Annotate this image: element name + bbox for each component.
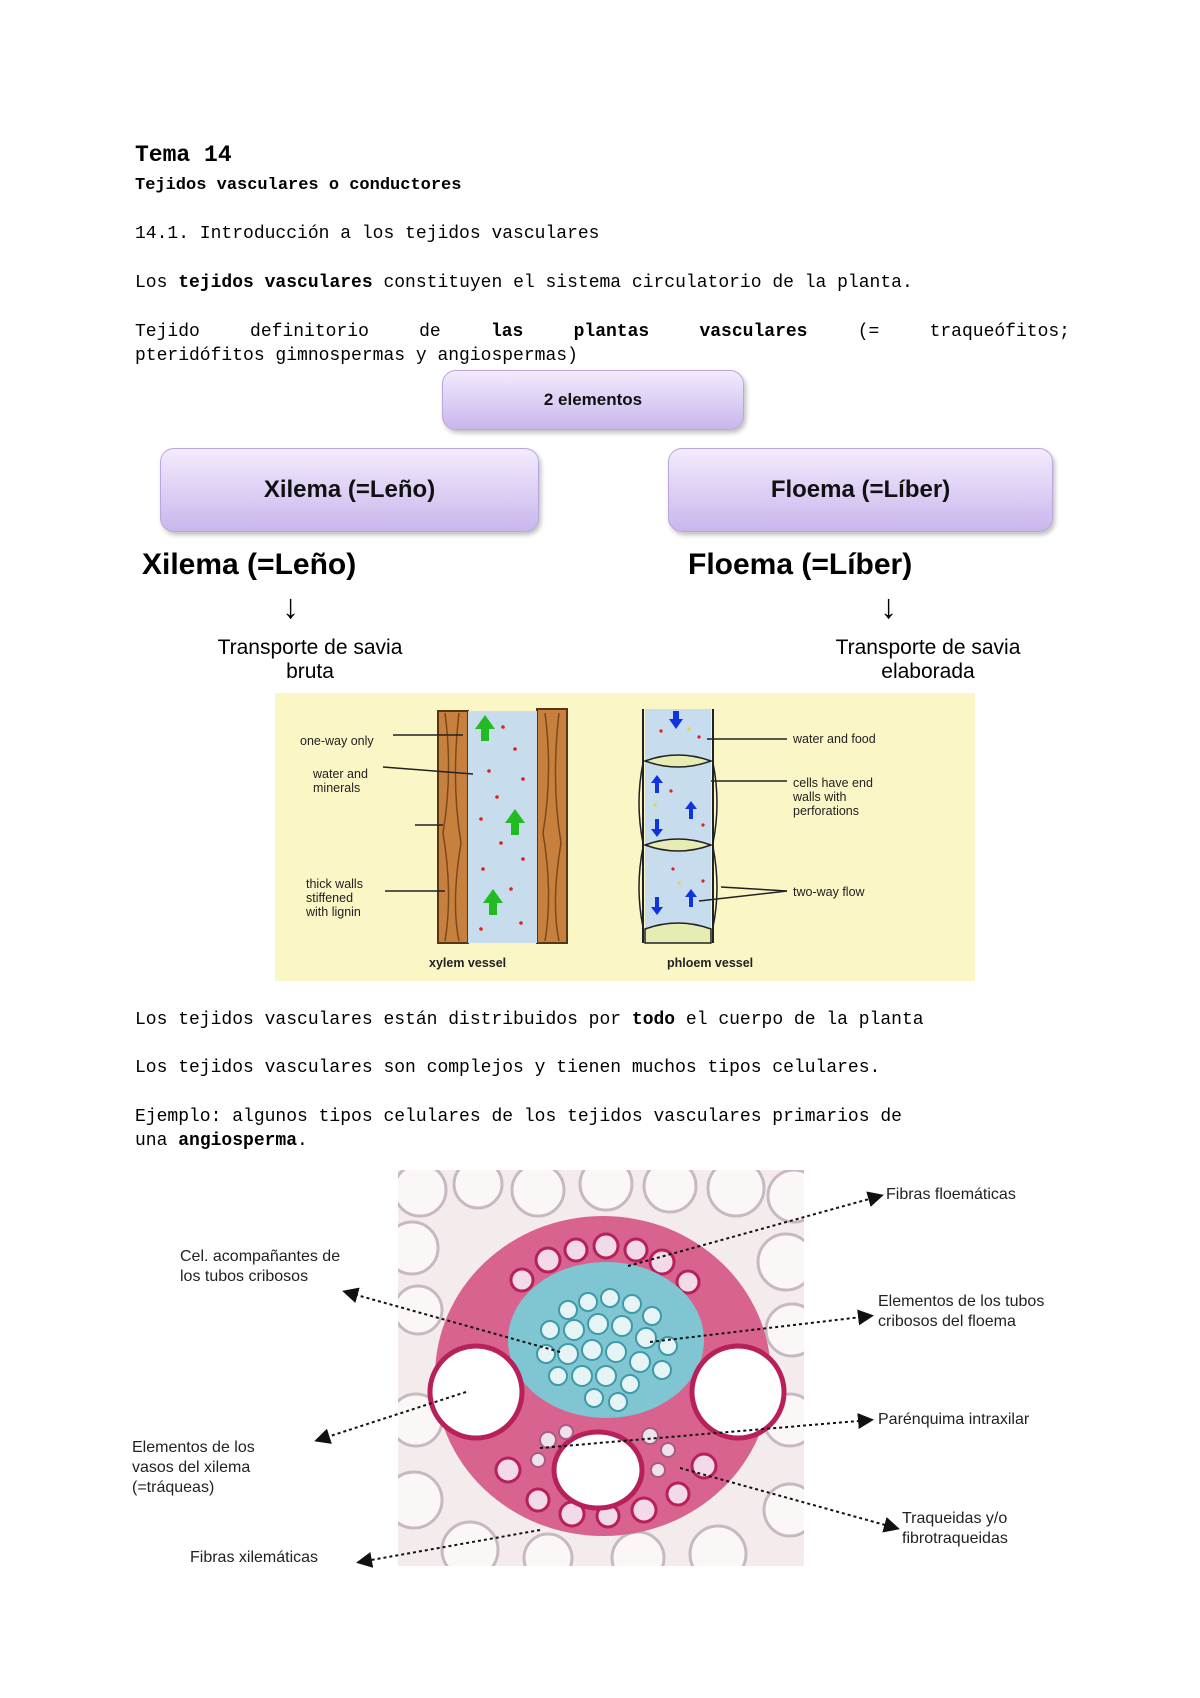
phloem-caption: phloem vessel [667, 956, 754, 970]
phloem-box-label: Floema (=Líber) [770, 476, 951, 503]
p2-word-bold: plantas [573, 322, 650, 342]
xylem-label-water: water and minerals [313, 767, 368, 795]
p2-word: Tejido [135, 322, 200, 342]
xylem-label-line: with lignin [306, 905, 361, 919]
label-parenquima: Parénquima intraxilar [878, 1411, 1030, 1428]
p1-text-c: constituyen el sistema circulatorio de l… [372, 273, 913, 293]
label-cel-acompanantes: Cel. acompañantes de los tubos cribosos [180, 1247, 340, 1287]
label-line: Elementos de los [132, 1439, 255, 1456]
micrograph-drawing [398, 1170, 804, 1566]
root-box-label: 2 elementos [543, 390, 643, 409]
phloem-desc-line: elaborada [881, 660, 975, 683]
xylem-label-one-way: one-way only [300, 734, 374, 748]
phloem-label-line: perforations [793, 804, 860, 818]
label-line: cribosos del floema [878, 1313, 1016, 1330]
p2-word: de [419, 322, 441, 342]
p2-word: traqueófitos; [929, 322, 1070, 342]
label-line: los tubos cribosos [180, 1268, 309, 1285]
label-line: Elementos de los tubos [878, 1293, 1045, 1310]
xylem-heading: Xilema (=Leño) [142, 548, 357, 581]
label-tubos-cribosos: Elementos de los tubos cribosos del floe… [878, 1292, 1044, 1332]
p2-word: definitorio [250, 322, 369, 342]
down-arrow-icon: ↓ [282, 588, 299, 626]
flow-arrow-icon [651, 711, 697, 915]
page-subtitle: Tejidos vasculares o conductores [135, 176, 462, 195]
paragraph-5-line-1: Ejemplo: algunos tipos celulares de los … [135, 1107, 902, 1127]
root-box: 2 elementos [442, 370, 744, 430]
p1-text-a: Los [135, 273, 179, 293]
label-line: Traqueidas y/o [902, 1510, 1008, 1527]
xylem-caption: xylem vessel [429, 956, 507, 970]
p1-bold: tejidos vasculares [178, 273, 373, 293]
p5-text-c: . [297, 1131, 308, 1151]
paragraph-2-line-1: Tejido definitorio de las plantas vascul… [135, 322, 1070, 342]
xylem-label-line: stiffened [306, 891, 354, 905]
paragraph-4: Los tejidos vasculares son complejos y t… [135, 1058, 881, 1078]
p3-text-c: el cuerpo de la planta [675, 1010, 924, 1030]
paragraph-2-line-2: pteridófitos gimnospermas y angiospermas… [135, 346, 578, 366]
p5-bold: angiosperma [178, 1131, 298, 1151]
up-arrow-icon [475, 715, 525, 915]
micrograph-image [398, 1170, 804, 1566]
label-line: Cel. acompañantes de [180, 1248, 341, 1265]
vessel-illustration [382, 708, 788, 944]
label-vasos-xilema: Elementos de los vasos del xilema (=tráq… [132, 1438, 255, 1498]
phloem-label-end-walls: cells have end walls with perforations [793, 776, 873, 818]
p2-word-bold: las [490, 322, 524, 342]
p2-word-bold: vasculares [699, 322, 808, 342]
p5-text-a: una [135, 1131, 179, 1151]
label-line: fibrotraqueidas [902, 1530, 1008, 1547]
xylem-label-walls: thick walls stiffened with lignin [306, 877, 363, 919]
label-line: vasos del xilema [132, 1459, 251, 1476]
page-title: Tema 14 [135, 142, 232, 168]
xylem-desc-line: Transporte de savia [217, 636, 403, 659]
p3-text-a: Los tejidos vasculares están distribuido… [135, 1010, 632, 1030]
xylem-lumen [468, 711, 537, 943]
paragraph-1: Los tejidos vasculares constituyen el si… [135, 273, 913, 293]
paragraph-5-line-2: una angiosperma. [135, 1131, 308, 1151]
p2-word: (= [857, 322, 880, 342]
down-arrow-icon: ↓ [880, 588, 897, 626]
xylem-desc-line: bruta [286, 660, 334, 683]
xylem-description: Transporte de savia bruta [160, 636, 460, 684]
vessel-figure: one-way only water and minerals thick wa… [275, 693, 975, 981]
label-fibras-xilematicas: Fibras xilemáticas [190, 1549, 319, 1566]
phloem-label-two-way: two-way flow [793, 885, 865, 899]
xylem-wall-left [437, 710, 469, 944]
paragraph-3: Los tejidos vasculares están distribuido… [135, 1010, 924, 1030]
label-fibras-floematicas: Fibras floemáticas [886, 1186, 1016, 1203]
phloem-label-line: walls with [793, 790, 847, 804]
phloem-desc-line: Transporte de savia [835, 636, 1021, 659]
xylem-label-line: minerals [313, 781, 361, 795]
phloem-label-water-food: water and food [793, 732, 876, 746]
xylem-box-label: Xilema (=Leño) [263, 476, 436, 503]
section-heading: 14.1. Introducción a los tejidos vascula… [135, 224, 600, 244]
phloem-label-line: cells have end [793, 776, 873, 790]
xylem-wall-right [536, 708, 568, 944]
xylem-box: Xilema (=Leño) [160, 448, 539, 532]
label-traqueidas: Traqueidas y/o fibrotraqueidas [902, 1509, 1008, 1549]
p3-bold: todo [631, 1010, 676, 1030]
phloem-description: Transporte de savia elaborada [778, 636, 1078, 684]
label-line: (=tráqueas) [132, 1479, 215, 1496]
phloem-box: Floema (=Líber) [668, 448, 1053, 532]
xylem-label-line: water and [313, 767, 368, 781]
xylem-label-line: thick walls [306, 877, 363, 891]
phloem-heading: Floema (=Líber) [688, 548, 913, 581]
